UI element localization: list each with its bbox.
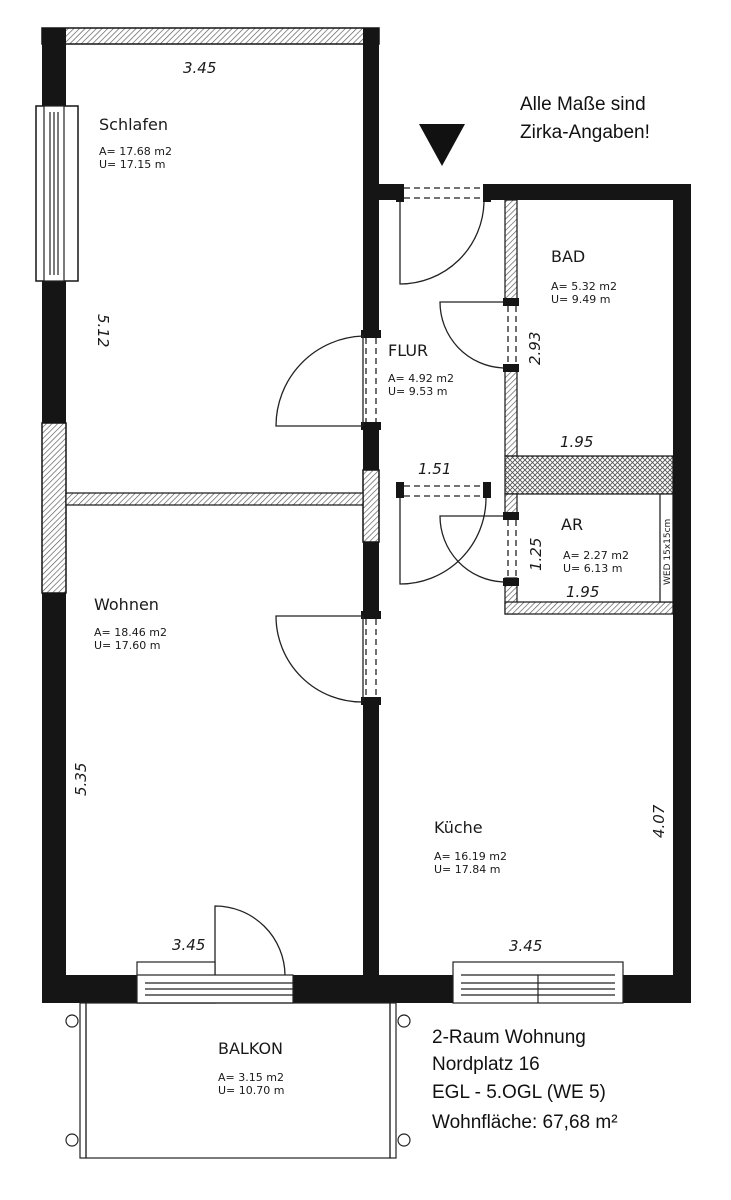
dim-kueche-width: 3.45: [509, 937, 542, 955]
info-line-2: Nordplatz 16: [432, 1054, 540, 1075]
wall-top-schlafen: [41, 27, 380, 45]
dim-bad-width: 1.95: [560, 433, 593, 451]
entrance-door: [399, 187, 485, 285]
room-area: A= 4.92 m2: [388, 372, 454, 385]
dimensions: 3.45 5.12 2.93 1.95 1.51 1.25 1.95 5.35 …: [72, 59, 673, 955]
ar-door: [439, 515, 517, 583]
window-schlafen: [43, 105, 65, 282]
doors: [214, 187, 517, 976]
wall-bottom-wohnen-right: [293, 975, 453, 1003]
room-kueche: Küche A= 16.19 m2 U= 17.84 m: [434, 818, 507, 876]
dim-wohnen-height: 5.35: [72, 763, 90, 796]
room-perimeter: U= 17.15 m: [99, 158, 165, 171]
room-bad: BAD A= 5.32 m2 U= 9.49 m: [551, 247, 617, 306]
wall-bad-left-lower: [504, 369, 518, 457]
shaft-label: WED 15x15cm: [663, 519, 673, 585]
note-line-2: Zirka-Angaben!: [520, 122, 650, 143]
dim-bad-height: 2.93: [526, 332, 544, 365]
room-name: BAD: [551, 247, 585, 266]
wall-mid-upper: [363, 28, 379, 333]
info-line-3: EGL - 5.OGL (WE 5): [432, 1082, 606, 1103]
dim-schlafen-width: 3.45: [183, 59, 216, 77]
apartment-info: 2-Raum Wohnung Nordplatz 16 EGL - 5.OGL …: [432, 1027, 618, 1133]
room-name: BALKON: [218, 1039, 283, 1058]
room-name: FLUR: [388, 341, 428, 360]
room-wohnen: Wohnen A= 18.46 m2 U= 17.60 m: [94, 595, 167, 652]
dim-ar-height: 1.25: [527, 538, 545, 571]
balcony-door: [214, 905, 286, 976]
room-name: AR: [561, 515, 583, 534]
windows: [43, 105, 624, 1004]
wall-left-lower: [42, 593, 66, 1003]
dim-wohnen-width: 3.45: [172, 936, 205, 954]
wall-ar-left-upper: [504, 493, 518, 515]
room-name: Schlafen: [99, 115, 168, 134]
dim-flur-width: 1.51: [418, 460, 451, 478]
wall-mid-lower: [363, 542, 379, 616]
wed-shaft: [659, 493, 674, 603]
wall-right: [673, 184, 691, 1003]
wall-schlafen-wohnen: [65, 492, 364, 506]
wall-left-hatched: [41, 422, 67, 594]
room-perimeter: U= 17.84 m: [434, 863, 500, 876]
room-schlafen: Schlafen A= 17.68 m2 U= 17.15 m: [99, 115, 172, 171]
wall-left-mid: [42, 281, 66, 423]
balcony: [65, 1002, 411, 1159]
schlafen-door: [275, 334, 377, 427]
room-perimeter: U= 17.60 m: [94, 639, 160, 652]
wall-mid-bottom: [363, 699, 379, 975]
room-area: A= 5.32 m2: [551, 280, 617, 293]
room-area: A= 18.46 m2: [94, 626, 167, 639]
room-perimeter: U= 9.49 m: [551, 293, 610, 306]
dim-schlafen-height: 5.12: [94, 314, 112, 347]
note: Alle Maße sind Zirka-Angaben!: [520, 94, 650, 143]
room-area: A= 2.27 m2: [563, 549, 629, 562]
window-wohnen: [136, 961, 294, 1004]
wall-bad-ar: [504, 455, 674, 495]
wall-top-flur-left: [379, 184, 401, 200]
info-line-1: 2-Raum Wohnung: [432, 1027, 586, 1048]
room-flur: FLUR A= 4.92 m2 U= 9.53 m: [388, 341, 454, 398]
room-name: Küche: [434, 818, 483, 837]
room-perimeter: U= 9.53 m: [388, 385, 447, 398]
room-perimeter: U= 10.70 m: [218, 1084, 284, 1097]
wall-top-bad: [485, 184, 691, 200]
room-area: A= 16.19 m2: [434, 850, 507, 863]
entrance-arrow-icon: [419, 124, 465, 166]
wall-ar-bottom: [504, 601, 674, 615]
dim-kueche-height: 4.07: [650, 804, 668, 838]
info-line-4: Wohnfläche: 67,68 m²: [432, 1112, 618, 1133]
wall-mid-flur: [363, 422, 379, 470]
room-area: A= 3.15 m2: [218, 1071, 284, 1084]
room-area: A= 17.68 m2: [99, 145, 172, 158]
wall-bad-left-upper: [504, 199, 518, 305]
wohnen-door: [275, 615, 377, 703]
wall-mid-hatched: [362, 469, 380, 543]
room-balkon: BALKON A= 3.15 m2 U= 10.70 m: [218, 1039, 284, 1097]
room-ar: AR A= 2.27 m2 U= 6.13 m: [561, 515, 629, 575]
window-kueche: [452, 961, 624, 1004]
note-line-1: Alle Maße sind: [520, 94, 646, 115]
walls: [35, 27, 691, 1003]
bad-door: [439, 301, 517, 369]
wall-bottom-wohnen-left: [42, 975, 137, 1003]
dim-ar-width: 1.95: [566, 583, 599, 601]
room-perimeter: U= 6.13 m: [563, 562, 622, 575]
door-jambs: [361, 184, 519, 705]
wall-left-upper: [42, 28, 66, 106]
room-name: Wohnen: [94, 595, 159, 614]
